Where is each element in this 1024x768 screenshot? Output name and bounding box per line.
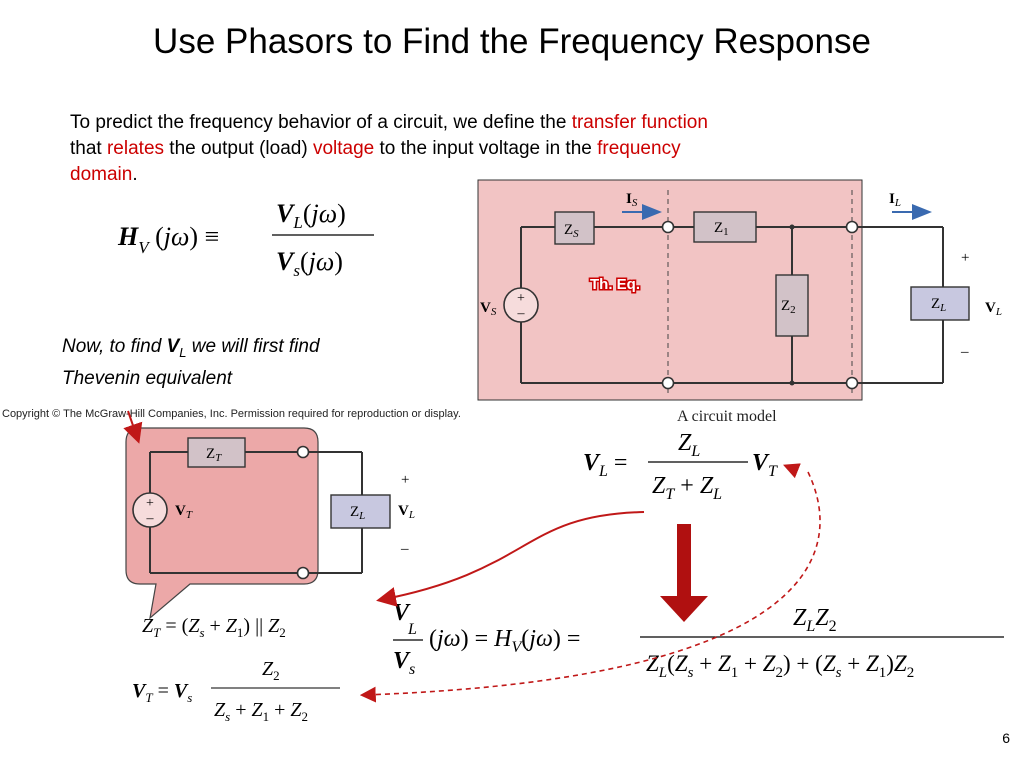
transfer-function-definition: HV (jω) ≡ VL(jω) Vs(jω) — [117, 199, 374, 280]
intro-text-1: To predict the frequency behavior of a c… — [70, 112, 572, 133]
svg-text:+: + — [146, 496, 154, 511]
terminal-a — [661, 220, 675, 234]
svg-text:VT: VT — [752, 450, 778, 480]
zt-box — [187, 437, 246, 468]
zl-label: ZL — [931, 296, 946, 314]
substitution-arrow — [376, 511, 645, 607]
circuit-model: + – ZS Z1 Z2 ZL IS IL VS VL + – Th. Eq. — [477, 179, 1002, 401]
thevenin-zl-box — [330, 494, 391, 529]
svg-text:Vs(jω): Vs(jω) — [276, 247, 343, 280]
z2-box — [775, 274, 809, 337]
svg-text:Zs + Z1 + Z2: Zs + Z1 + Z2 — [214, 699, 308, 724]
svg-text:Vs: Vs — [393, 648, 415, 678]
vt-label: VT — [175, 503, 193, 521]
term-voltage: voltage — [312, 138, 375, 159]
thevenin-vl-label: VL — [398, 503, 415, 521]
thevenin-circuit: + – ZT ZL VT VL + – — [125, 427, 415, 620]
svg-text:L: L — [407, 621, 417, 638]
svg-text:(jω) = HV(jω) =: (jω) = HV(jω) = — [429, 626, 580, 656]
vl-label: VL — [985, 300, 1002, 318]
note-var: V — [166, 336, 180, 357]
thevenin-minus: – — [400, 541, 409, 557]
intro-text-3: the output (load) — [164, 138, 313, 159]
z1-box — [693, 211, 757, 243]
svg-text:–: – — [146, 511, 155, 526]
voltage-divider-equation: VL = ZL ZT + ZL VT — [583, 430, 778, 503]
z2-label: Z2 — [781, 298, 796, 316]
svg-text:ZT + ZL: ZT + ZL — [652, 473, 722, 503]
term-relates: relates — [106, 138, 165, 159]
zt-label: ZT — [206, 446, 222, 464]
svg-text:Z2: Z2 — [262, 658, 280, 683]
terminal-d — [845, 376, 859, 390]
vl-plus: + — [961, 250, 969, 266]
intro-period: . — [132, 164, 138, 185]
svg-text:VL(jω): VL(jω) — [276, 199, 346, 232]
is-label: IS — [626, 191, 638, 209]
svg-text:ZL: ZL — [678, 430, 700, 460]
svg-text:VL =: VL = — [583, 450, 627, 480]
svg-text:–: – — [517, 306, 526, 321]
copyright-notice: Copyright © The McGraw-Hill Companies, I… — [2, 408, 461, 420]
vt-dashed-arrow — [359, 471, 821, 703]
vs-label: VS — [480, 300, 497, 318]
terminal-b — [661, 376, 675, 390]
svg-text:ZL(Zs + Z1 + Z2) + (Zs + Z1)Z2: ZL(Zs + Z1 + Z2) + (Zs + Z1)Z2 — [646, 651, 914, 681]
zt-equation: ZT = (Zs + Z1) || Z2 — [142, 615, 286, 640]
voltage-source-icon — [503, 287, 539, 323]
slide-title: Use Phasors to Find the Frequency Respon… — [153, 22, 871, 61]
zs-label: ZS — [564, 222, 579, 240]
vt-equation: VT = Vs Z2 Zs + Z1 + Z2 — [132, 658, 340, 724]
term-transfer-function: transfer function — [571, 112, 708, 133]
zl-box — [910, 286, 970, 321]
term-frequency: frequency — [597, 138, 681, 159]
svg-text:HV (jω) ≡: HV (jω) ≡ — [117, 222, 219, 257]
down-arrow-icon — [660, 524, 708, 622]
z1-label: Z1 — [714, 220, 729, 238]
vl-minus: – — [960, 344, 969, 360]
thevenin-source-icon — [132, 492, 168, 528]
circuit-model-caption: A circuit model — [677, 408, 777, 425]
intro-paragraph: To predict the frequency behavior of a c… — [70, 110, 950, 188]
intro-text-2: that — [70, 138, 107, 159]
th-eq-label: Th. Eq. — [590, 276, 640, 293]
thevenin-zl-label: ZL — [350, 504, 365, 522]
zs-box — [554, 211, 595, 245]
note-text-pre: Now, to find — [62, 336, 167, 357]
intro-text-4: to the input voltage in the — [374, 138, 598, 159]
pointer-arrow-to-callout — [123, 410, 143, 444]
thevenin-note: Now, to find VL we will first find Theve… — [62, 334, 382, 392]
terminal-c — [845, 220, 859, 234]
page-number: 6 — [1002, 730, 1010, 746]
svg-text:ZLZ2: ZLZ2 — [793, 605, 837, 635]
term-domain: domain — [70, 164, 133, 185]
note-sub: L — [179, 344, 187, 360]
final-transfer-function: V L Vs (jω) = HV(jω) = ZLZ2 ZL(Zs + Z1 +… — [393, 600, 1004, 681]
svg-text:VT = Vs: VT = Vs — [132, 680, 192, 705]
note-text-post: we will first find Thevenin equivalent — [62, 336, 320, 389]
thevenin-plus: + — [401, 472, 409, 488]
il-label: IL — [889, 191, 901, 209]
svg-text:+: + — [517, 291, 525, 306]
